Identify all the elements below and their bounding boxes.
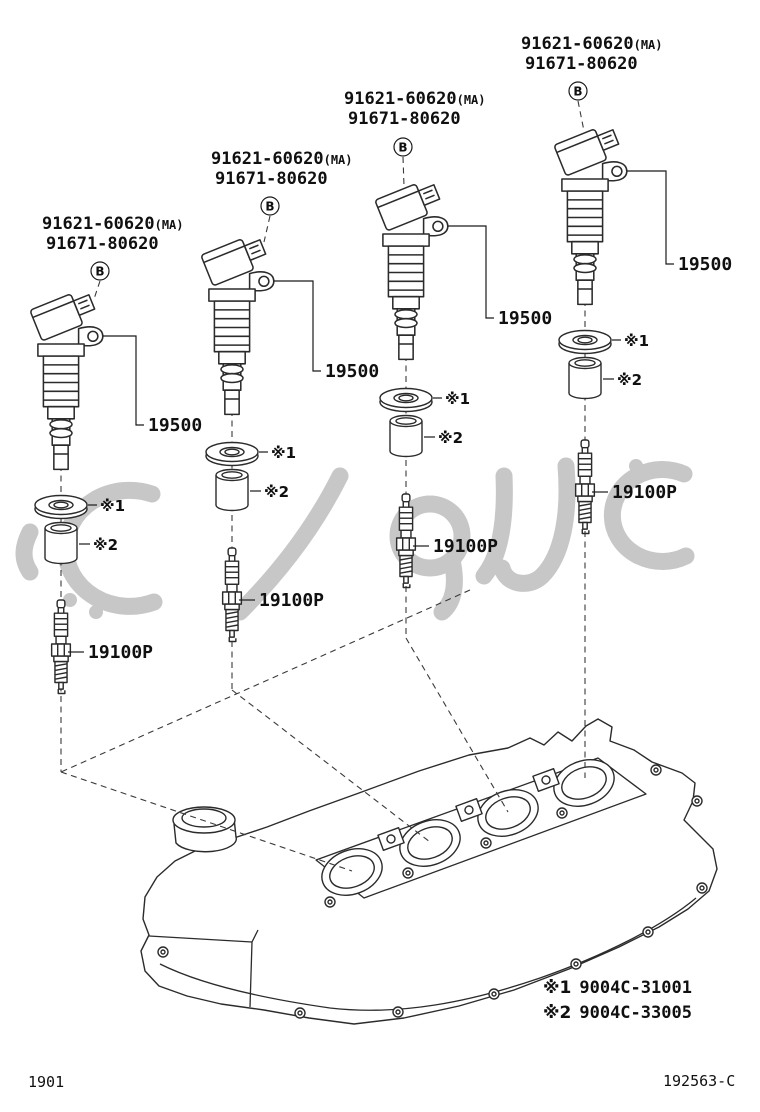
plug-boot-3 xyxy=(389,414,423,458)
coil-label-group-1: 91621-60620(MA) 91671-80620 B xyxy=(42,214,184,300)
coil-label-group-3: 91621-60620(MA) 91671-80620 B xyxy=(344,89,486,187)
connector-b-circle xyxy=(568,81,588,101)
connector-b-circle xyxy=(260,196,280,216)
gasket-washer-2 xyxy=(205,441,259,467)
part-number-line1: 91621-60620(MA) xyxy=(42,214,184,234)
spark-plug-1 xyxy=(50,599,72,695)
coil-label-group-2: 91621-60620(MA) 91671-80620 B xyxy=(211,149,353,243)
spark-plug-2 xyxy=(221,547,243,643)
page-number: 1901 xyxy=(28,1073,64,1091)
connector-b-circle xyxy=(393,137,413,157)
part-number-line2: 91671-80620 xyxy=(46,234,159,254)
connector-b-code: B xyxy=(95,265,104,279)
valve-cover xyxy=(140,718,718,1025)
spark-plug-4 xyxy=(574,439,596,535)
washer-note-1: ※1 xyxy=(100,497,125,515)
ignition-coil-3 xyxy=(374,176,449,361)
washer-note-4: ※1 xyxy=(624,332,649,350)
plug-boot-1 xyxy=(44,521,78,565)
part-number-line1: 91621-60620(MA) xyxy=(521,34,663,54)
connector-b-circle xyxy=(90,261,110,281)
gasket-washer-3 xyxy=(379,387,433,413)
part-number-line1: 91621-60620(MA) xyxy=(211,149,353,169)
spark-plug-callout-3: 19100P xyxy=(433,536,498,557)
boot-note-1: ※2 xyxy=(93,536,118,554)
part-number-line2: 91671-80620 xyxy=(215,169,328,189)
bolt-pad xyxy=(377,827,405,851)
gasket-washer-4 xyxy=(558,329,612,355)
bolt-pad xyxy=(455,798,483,822)
bolt-pad xyxy=(532,768,560,792)
spark-plug-hole-4 xyxy=(553,759,615,807)
ignition-coil-4 xyxy=(553,121,628,306)
spark-plug-hole-3 xyxy=(477,789,539,837)
part-number-line2: 91671-80620 xyxy=(348,109,461,129)
coil-assy-callout-3: 19500 xyxy=(498,308,552,329)
ignition-coil-1 xyxy=(29,286,104,471)
boot-note-2: ※2 xyxy=(264,483,289,501)
connector-b-code: B xyxy=(398,141,407,155)
coil-assy-callout-4: 19500 xyxy=(678,254,732,275)
figure-code: 192563-C xyxy=(663,1072,735,1090)
spark-plug-callout-4: 19100P xyxy=(612,482,677,503)
plug-boot-4 xyxy=(568,356,602,400)
part-number-line2: 91671-80620 xyxy=(525,54,638,74)
callout-lines xyxy=(68,170,674,653)
spark-plug-hole-1 xyxy=(321,848,383,896)
connector-b-code: B xyxy=(573,85,582,99)
spark-plug-callout-1: 19100P xyxy=(88,642,153,663)
gasket-washer-1 xyxy=(34,494,88,520)
boot-note-4: ※2 xyxy=(617,371,642,389)
connector-b-code: B xyxy=(265,200,274,214)
spark-plug-3 xyxy=(395,493,417,589)
spark-plug-callout-2: 19100P xyxy=(259,590,324,611)
spark-plug-hole-2 xyxy=(399,819,461,867)
coil-label-group-4: 91621-60620(MA) 91671-80620 B xyxy=(521,34,663,132)
part-number-line1: 91621-60620(MA) xyxy=(344,89,486,109)
coil-assy-callout-1: 19500 xyxy=(148,415,202,436)
washer-note-2: ※1 xyxy=(271,444,296,462)
plug-boot-2 xyxy=(215,468,249,512)
coil-assy-callout-2: 19500 xyxy=(325,361,379,382)
washer-note-3: ※1 xyxy=(445,390,470,408)
boot-note-3: ※2 xyxy=(438,429,463,447)
ignition-coil-2 xyxy=(200,231,275,416)
